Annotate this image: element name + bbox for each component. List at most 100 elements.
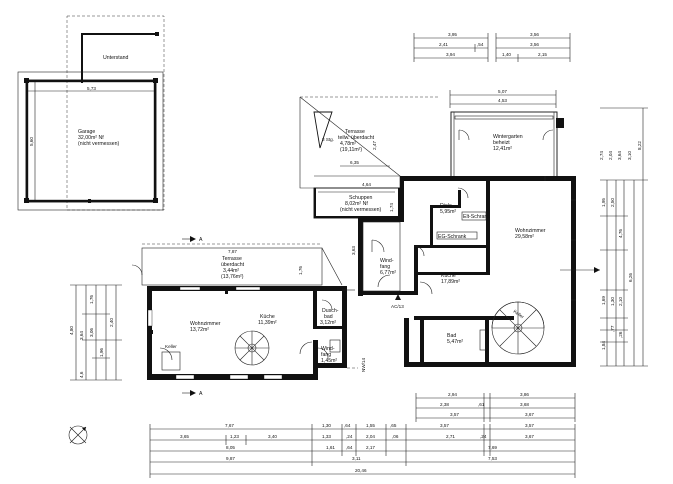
- kueche-l-label: Küche: [260, 314, 275, 320]
- schuppen-area: 8,02m² Nf: [345, 201, 368, 207]
- eg-schrank-label: EG-Schrank: [438, 234, 467, 240]
- dim-bot1-b: 1,30: [322, 423, 331, 428]
- dim-terr-d1: 2,47: [372, 141, 377, 150]
- note-nw14: NW/14: [361, 358, 366, 372]
- dim-left-v6: 1,96: [99, 348, 104, 357]
- dim-right-v6: 3,10: [627, 151, 632, 160]
- bottom-dim-chains: [149, 393, 576, 478]
- dim-right-v3: 3,64: [617, 151, 622, 160]
- dim-top-r-b3: 1,40: [502, 52, 511, 57]
- bad-area: 5,47m²: [447, 339, 463, 345]
- dim-bot-r6: 3,57: [450, 412, 459, 417]
- wintergarten-area: 12,41m²: [493, 146, 512, 152]
- dim-wind-w: 3,63: [351, 246, 356, 255]
- dim-right-v10: 1,69: [601, 296, 606, 305]
- terrasse-top-area-total: (19,11m²): [340, 147, 362, 153]
- wohnzimmer-r-area: 29,58m²: [515, 234, 534, 240]
- dim-right-v8: 6,26: [628, 273, 633, 282]
- right-house-details: [362, 176, 600, 355]
- terrasse-mid-area: 3,44m²: [223, 268, 239, 274]
- right-dim-chains: [600, 107, 648, 367]
- dim-right-v2: 2,04: [608, 151, 613, 160]
- dim-bot2-g: ,06: [392, 434, 399, 439]
- schuppen-label: Schuppen: [349, 195, 372, 201]
- dim-top-r-a3: ,54: [477, 42, 484, 47]
- top-dim-chains: [413, 33, 571, 108]
- windfang-r-area: 6,77m²: [380, 270, 396, 276]
- compass-icon: [68, 425, 88, 445]
- dim-bot-r7: 3,67: [525, 412, 534, 417]
- windfang-l-label-1: Wind-: [321, 346, 335, 352]
- terrace-mid: [131, 236, 343, 396]
- dim-top-r-a2: 2,41: [439, 42, 448, 47]
- diele-area: 5,95m²: [440, 209, 456, 215]
- wintergarten-label: Wintergarten: [493, 134, 523, 140]
- carport-outline: [66, 15, 165, 211]
- stair-l-label: Keller: [165, 344, 177, 349]
- wintergarten-sub: beheizt: [493, 140, 510, 146]
- dim-bot1-d: 1,55: [366, 423, 375, 428]
- dim-right-v1: 2,74: [599, 151, 604, 160]
- wohnzimmer-r-label: Wohnzimmer: [515, 228, 546, 234]
- diele-label: Diele: [440, 203, 452, 209]
- dim-bot2-e: ,24: [346, 434, 353, 439]
- left-dim-chains: [70, 284, 122, 381]
- unterstand-label: Unterstand: [103, 55, 128, 61]
- garage-label: Garage: [78, 129, 95, 135]
- dim-right-v13: ,77: [610, 325, 615, 332]
- windfang-l-area: 1,45m²: [321, 358, 337, 364]
- dim-right-v7: 4,76: [618, 229, 623, 238]
- dim-left-v1: 4,80: [69, 326, 74, 335]
- note-ac13: AC/13: [391, 304, 404, 309]
- stair-note: 8 Stg.: [322, 137, 334, 142]
- dim-left-v3: 1,76: [89, 295, 94, 304]
- dim-left-v7: 4,6: [79, 371, 84, 378]
- dim-bot2-i: ,24: [480, 434, 487, 439]
- dim-wg-w2: 4,53: [498, 98, 507, 103]
- windfang-r-label-2: fang: [380, 264, 390, 270]
- dim-bot4-b: 3,11: [352, 456, 361, 461]
- kueche-r-area: 17,89m²: [441, 279, 460, 285]
- wohnzimmer-l-area: 13,72m²: [190, 327, 209, 333]
- carport-beam-top: [81, 33, 157, 35]
- dim-right-v12: 2,10: [618, 297, 623, 306]
- dim-right-v14: ,26: [618, 331, 623, 338]
- windfang-r-label-1: Wind-: [380, 258, 394, 264]
- dim-bot2-d: 1,33: [322, 434, 331, 439]
- duschbad-label-2: bad: [324, 314, 333, 320]
- terrasse-mid-label: Terrasse: [222, 256, 242, 262]
- windfang-l-label-2: fang: [321, 352, 331, 358]
- dim-right-v5: 2,50: [610, 198, 615, 207]
- dim-bot1-e: ,65: [390, 423, 397, 428]
- dim-bot2-b: 1,23: [230, 434, 239, 439]
- dim-top-r-a4: 3,94: [446, 52, 455, 57]
- bad-label: Bad: [447, 333, 456, 339]
- wohnzimmer-l-label: Wohnzimmer: [190, 321, 221, 327]
- duschbad-label-1: Dusch-: [322, 308, 339, 314]
- dim-bot3-e: 7,69: [488, 445, 497, 450]
- section-a-bottom: A: [199, 391, 203, 397]
- dim-left-v5: 2,40: [109, 318, 114, 327]
- dim-bot2-h: 2,71: [446, 434, 455, 439]
- dim-schup-d: 1,74: [389, 203, 394, 212]
- dim-top-r-b1: 3,56: [530, 32, 539, 37]
- stair-r-label: Keller: [512, 309, 525, 320]
- dim-bot2-j: 3,67: [525, 434, 534, 439]
- dim-bot2-f: 2,04: [366, 434, 375, 439]
- terrasse-top-area: 4,78m²: [340, 141, 356, 147]
- dim-bot-r5: 3,68: [520, 402, 529, 407]
- dim-bot-r2: 3,86: [520, 392, 529, 397]
- left-house-details: [147, 286, 358, 380]
- dim-terr-w: 6,35: [350, 160, 359, 165]
- carport-post-top-left: [81, 33, 83, 83]
- dim-bot-r4: ,61: [478, 402, 485, 407]
- dim-bot-r1: 2,94: [448, 392, 457, 397]
- dim-left-v2: 3,64: [79, 331, 84, 340]
- dim-top-r-b4: 2,15: [538, 52, 547, 57]
- dim-bot3-d: 2,17: [366, 445, 375, 450]
- dim-left-v4: 3,06: [89, 328, 94, 337]
- dim-mid-h: 1,76: [298, 266, 303, 275]
- dim-bot1-g: 3,57: [525, 423, 534, 428]
- dim-schup-w: 4,64: [362, 182, 371, 187]
